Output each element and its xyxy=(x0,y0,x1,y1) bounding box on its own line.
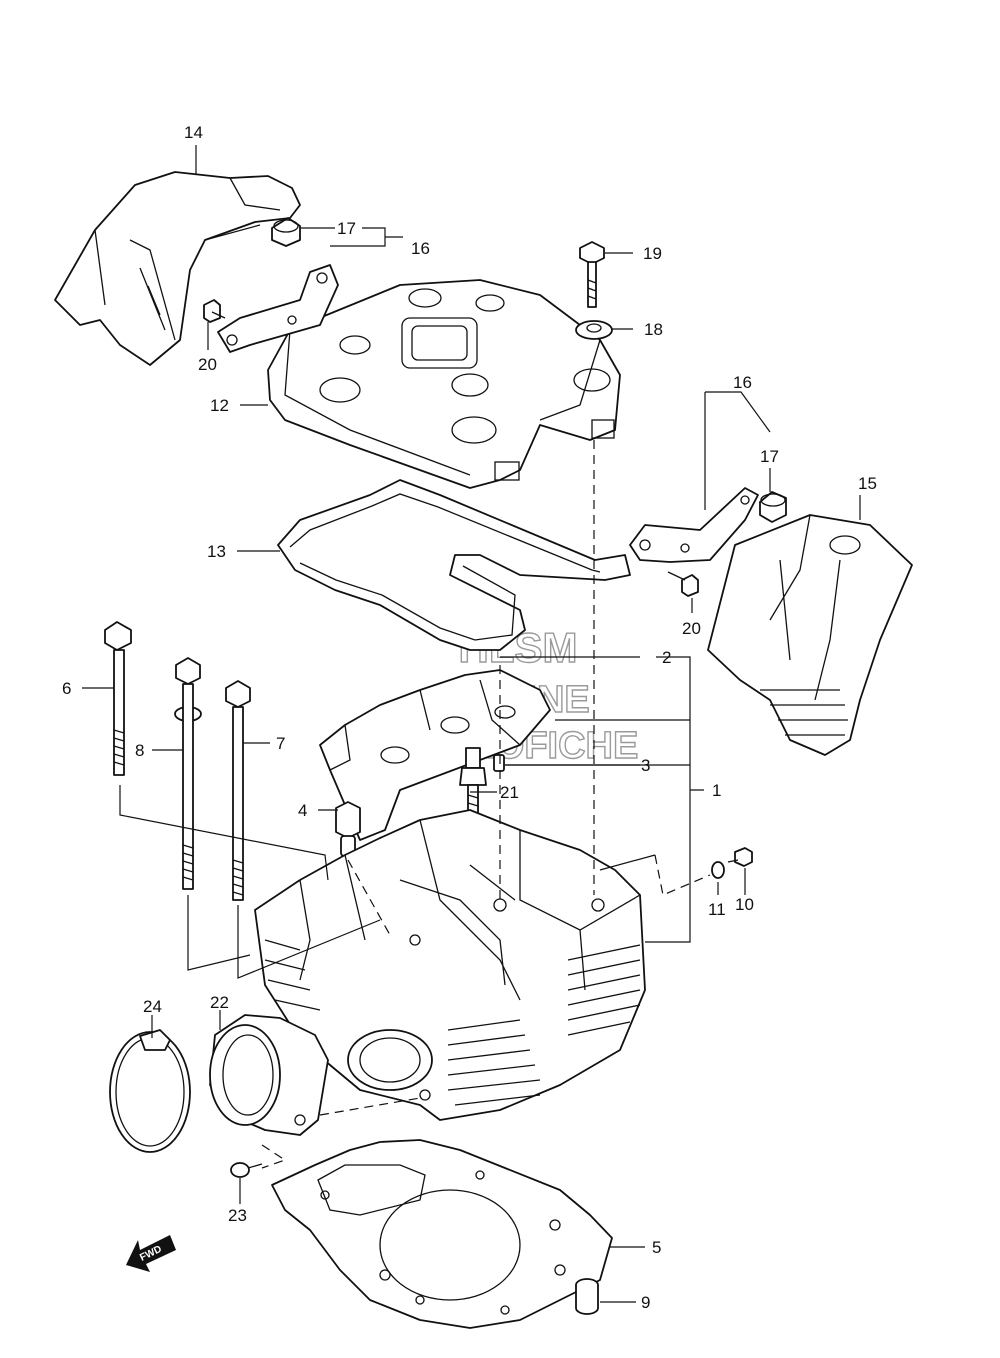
part-7-head-stud[interactable] xyxy=(225,680,251,901)
callout-labels: 1 2 3 4 5 6 7 8 9 10 11 12 13 14 15 16 1… xyxy=(62,123,877,1312)
callout-20-right: 20 xyxy=(682,619,701,638)
callout-20-left: 20 xyxy=(198,355,217,374)
callout-22: 22 xyxy=(210,993,229,1012)
part-8-head-stud[interactable] xyxy=(174,657,202,890)
part-19-cover-bolt[interactable] xyxy=(579,241,605,308)
callout-15: 15 xyxy=(858,474,877,493)
callout-14: 14 xyxy=(184,123,203,142)
fwd-arrow-icon: FWD xyxy=(126,1235,176,1272)
part-20-bolt-left[interactable] xyxy=(203,299,226,323)
callout-18: 18 xyxy=(644,320,663,339)
part-15-cylinder-head-cover-rear[interactable] xyxy=(707,514,913,756)
callout-10: 10 xyxy=(735,895,754,914)
callout-21: 21 xyxy=(500,783,519,802)
callout-19: 19 xyxy=(643,244,662,263)
callout-8: 8 xyxy=(135,741,144,760)
part-10-bolt[interactable] xyxy=(727,847,753,867)
part-17-damper-left[interactable] xyxy=(271,217,301,247)
callout-11: 11 xyxy=(708,900,726,919)
leader-lines xyxy=(82,145,861,1303)
part-4-valve-guide[interactable] xyxy=(335,801,361,857)
part-3-dowel-pin[interactable] xyxy=(493,754,505,772)
part-16-bracket-left[interactable] xyxy=(217,264,339,353)
part-14-cylinder-head-cover-front[interactable] xyxy=(54,171,301,366)
part-18-washer[interactable] xyxy=(575,320,613,340)
part-9-dowel-pin[interactable] xyxy=(575,1278,599,1315)
callout-5: 5 xyxy=(652,1238,661,1257)
callout-17-left: 17 xyxy=(337,219,356,238)
callout-12: 12 xyxy=(210,396,229,415)
callout-9: 9 xyxy=(641,1293,650,1312)
callout-3: 3 xyxy=(641,756,650,775)
callout-24: 24 xyxy=(143,997,162,1016)
part-20-bolt-right[interactable] xyxy=(667,571,699,597)
part-11-washer[interactable] xyxy=(711,861,725,879)
callout-6: 6 xyxy=(62,679,71,698)
part-24-clamp[interactable] xyxy=(109,1029,191,1153)
callout-23: 23 xyxy=(228,1206,247,1225)
part-13-head-cover-gasket[interactable] xyxy=(277,479,631,651)
callout-16-left: 16 xyxy=(411,239,430,258)
part-6-head-bolt[interactable] xyxy=(104,621,132,776)
part-1-cylinder-head[interactable] xyxy=(254,809,646,1121)
part-22-intake-pipe[interactable] xyxy=(209,1014,329,1136)
part-17-damper-right[interactable] xyxy=(759,491,787,523)
part-23-screw[interactable] xyxy=(230,1162,263,1178)
callout-1: 1 xyxy=(712,781,721,800)
dashed-assembly-lines xyxy=(261,440,711,1169)
part-21-spark-plug[interactable] xyxy=(459,747,487,816)
callout-13: 13 xyxy=(207,542,226,561)
callout-4: 4 xyxy=(298,801,307,820)
callout-16-right: 16 xyxy=(733,373,752,392)
part-5-cylinder-head-gasket[interactable] xyxy=(271,1139,613,1329)
callout-2: 2 xyxy=(662,648,671,667)
callout-17-right: 17 xyxy=(760,447,779,466)
callout-7: 7 xyxy=(276,734,285,753)
part-2-camshaft-holder[interactable] xyxy=(319,669,551,841)
part-12-cylinder-head-cover[interactable] xyxy=(267,279,621,489)
part-16-bracket-right[interactable] xyxy=(629,487,759,563)
